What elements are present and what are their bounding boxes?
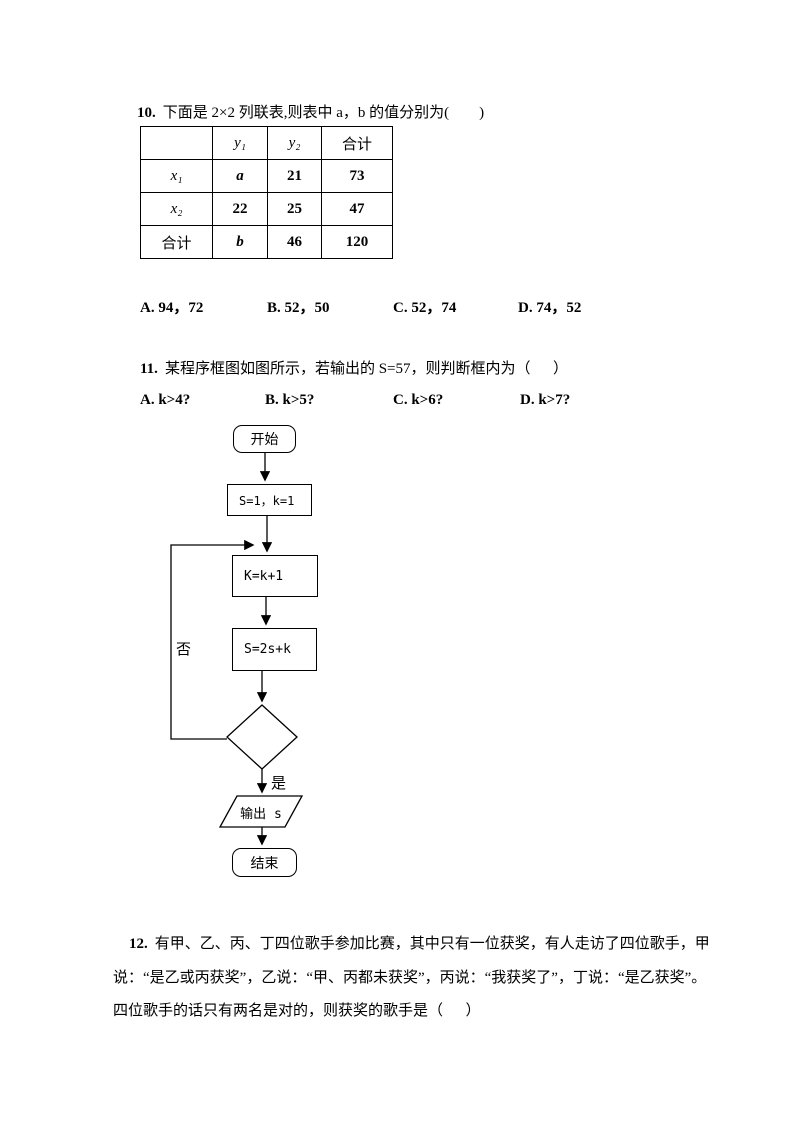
question-10-text: 10. 下面是 2×2 列联表,则表中 a，b 的值分别为( ) — [137, 101, 484, 122]
flow-step-s-label: S=2s+k — [244, 642, 291, 657]
table-cell-a: a — [212, 159, 268, 193]
flow-step-s-node: S=2s+k — [232, 628, 317, 671]
flow-start-label: 开始 — [250, 433, 279, 448]
flow-step-k-label: K=k+1 — [244, 568, 284, 584]
option-a: A. 94，72 — [140, 300, 204, 316]
table-cell: 21 — [267, 159, 322, 193]
option-d: D. k>7? — [520, 392, 571, 408]
option-a: A. k>4? — [140, 392, 191, 408]
table-row: x₂ 22 25 47 — [140, 192, 393, 226]
flow-init-label: S=1，k=1 — [239, 493, 295, 508]
table-cell: 25 — [267, 192, 322, 226]
flow-init-node: S=1，k=1 — [227, 484, 312, 516]
table-header-row: y₁ y₂ 合计 — [140, 126, 393, 160]
flow-start-node: 开始 — [233, 425, 296, 453]
table-header-total: 合计 — [321, 126, 393, 160]
question-10-number: 10. — [137, 105, 156, 121]
question-11-number: 11. — [140, 361, 158, 377]
flow-step-k-node: K=k+1 — [232, 555, 318, 597]
option-b: B. k>5? — [265, 392, 315, 408]
contingency-table: y₁ y₂ 合计 x₁ a 21 73 x₂ 22 25 47 合计 b 46 … — [140, 126, 393, 259]
table-header-y1: y₁ — [212, 126, 268, 160]
table-row: x₁ a 21 73 — [140, 159, 393, 193]
question-11-body: 某程序框图如图所示，若输出的 S=57，则判断框内为（ ） — [164, 361, 568, 377]
question-12-line1: 12. 有甲、乙、丙、丁四位歌手参加比赛，其中只有一位获奖，有人走访了四位歌手，甲 — [129, 932, 710, 953]
flow-yes-label: 是 — [271, 776, 287, 792]
table-cell: 22 — [212, 192, 268, 226]
option-b: B. 52，50 — [267, 300, 330, 316]
option-c: C. k>6? — [393, 392, 444, 408]
question-12-line3: 四位歌手的话只有两名是对的，则获奖的歌手是（ ） — [113, 1003, 481, 1019]
table-cell: 120 — [321, 225, 393, 259]
decision-diamond — [226, 704, 298, 770]
question-11-text: 11. 某程序框图如图所示，若输出的 S=57，则判断框内为（ ） — [140, 357, 568, 378]
flow-no-label: 否 — [176, 642, 192, 658]
flow-end-node: 结束 — [232, 848, 297, 877]
question-10-body: 下面是 2×2 列联表,则表中 a，b 的值分别为( ) — [162, 105, 485, 121]
question-12-line2: 说：“是乙或丙获奖”，乙说：“甲、丙都未获奖”，丙说：“我获奖了”，丁说：“是乙… — [113, 970, 707, 986]
table-cell: 47 — [321, 192, 393, 226]
table-header-y2: y₂ — [267, 126, 322, 160]
flow-end-label: 结束 — [250, 856, 279, 872]
table-rowlabel-total: 合计 — [140, 225, 213, 259]
question-12-line1-text: 有甲、乙、丙、丁四位歌手参加比赛，其中只有一位获奖，有人走访了四位歌手，甲 — [154, 936, 710, 952]
table-cell-blank — [140, 126, 213, 160]
option-c: C. 52，74 — [393, 300, 457, 316]
table-rowlabel-x1: x₁ — [140, 159, 213, 193]
option-d: D. 74，52 — [518, 300, 582, 316]
question-12-number: 12. — [129, 936, 148, 952]
table-rowlabel-x2: x₂ — [140, 192, 213, 226]
flow-output-label: 输出 s — [240, 807, 282, 822]
table-cell-b: b — [212, 225, 268, 259]
table-total-row: 合计 b 46 120 — [140, 225, 393, 259]
table-cell: 46 — [267, 225, 322, 259]
table-cell: 73 — [321, 159, 393, 193]
